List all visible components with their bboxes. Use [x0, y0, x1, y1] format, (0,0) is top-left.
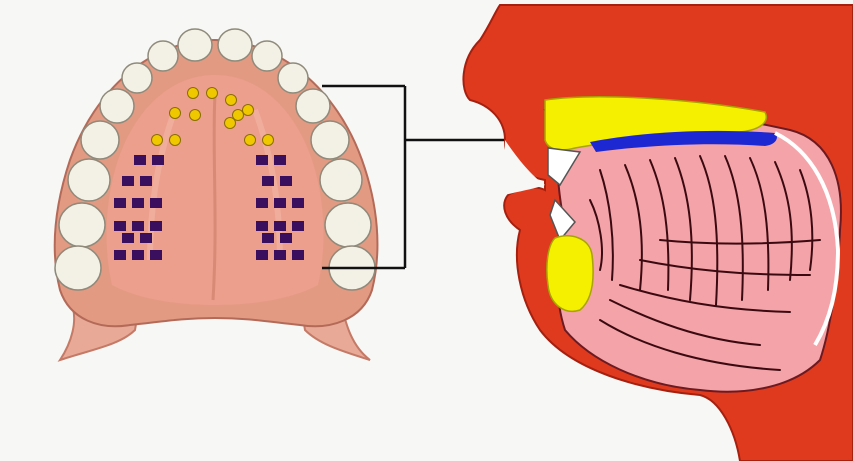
tooth: [59, 203, 105, 247]
yellow-sensor-dot: [170, 135, 181, 146]
tooth: [68, 159, 110, 201]
yellow-sensor-dot: [188, 88, 199, 99]
purple-sensor-pad: [262, 233, 274, 243]
tooth: [55, 246, 101, 290]
purple-sensor-pad: [132, 221, 144, 231]
yellow-sensor-dot: [152, 135, 163, 146]
tooth: [148, 41, 178, 71]
purple-sensor-pad: [134, 155, 146, 165]
yellow-sensor-dot: [207, 88, 218, 99]
purple-sensor-pad: [114, 250, 126, 260]
purple-sensor-pad: [292, 250, 304, 260]
tooth: [325, 203, 371, 247]
tooth: [122, 63, 152, 93]
tooth: [81, 121, 119, 159]
purple-sensor-pad: [256, 250, 268, 260]
yellow-sensor-dot: [226, 95, 237, 106]
tooth: [218, 29, 252, 61]
yellow-sensor-dot: [225, 118, 236, 129]
purple-sensor-pad: [292, 221, 304, 231]
yellow-sensor-dot: [170, 108, 181, 119]
purple-sensor-pad: [152, 155, 164, 165]
tooth: [278, 63, 308, 93]
purple-sensor-pad: [140, 176, 152, 186]
purple-sensor-pad: [274, 250, 286, 260]
yellow-sensor-dot: [245, 135, 256, 146]
tooth: [311, 121, 349, 159]
purple-sensor-pad: [132, 250, 144, 260]
purple-sensor-pad: [262, 176, 274, 186]
purple-sensor-pad: [274, 155, 286, 165]
lower-jaw-yellow: [547, 236, 593, 312]
purple-sensor-pad: [114, 198, 126, 208]
purple-sensor-pad: [274, 198, 286, 208]
purple-sensor-pad: [122, 176, 134, 186]
purple-sensor-pad: [122, 233, 134, 243]
tooth: [296, 89, 330, 123]
yellow-sensor-dot: [190, 110, 201, 121]
sagittal-head-view: [463, 5, 853, 461]
tooth: [178, 29, 212, 61]
purple-sensor-pad: [132, 198, 144, 208]
purple-sensor-pad: [256, 221, 268, 231]
purple-sensor-pad: [150, 221, 162, 231]
purple-sensor-pad: [280, 233, 292, 243]
upper-palate-view: [55, 29, 378, 360]
purple-sensor-pad: [150, 198, 162, 208]
tooth: [252, 41, 282, 71]
purple-sensor-pad: [292, 198, 304, 208]
purple-sensor-pad: [274, 221, 286, 231]
yellow-sensor-dot: [263, 135, 274, 146]
yellow-sensor-dot: [243, 105, 254, 116]
tooth: [100, 89, 134, 123]
purple-sensor-pad: [114, 221, 126, 231]
tooth: [320, 159, 362, 201]
purple-sensor-pad: [150, 250, 162, 260]
purple-sensor-pad: [256, 198, 268, 208]
purple-sensor-pad: [140, 233, 152, 243]
purple-sensor-pad: [280, 176, 292, 186]
purple-sensor-pad: [256, 155, 268, 165]
